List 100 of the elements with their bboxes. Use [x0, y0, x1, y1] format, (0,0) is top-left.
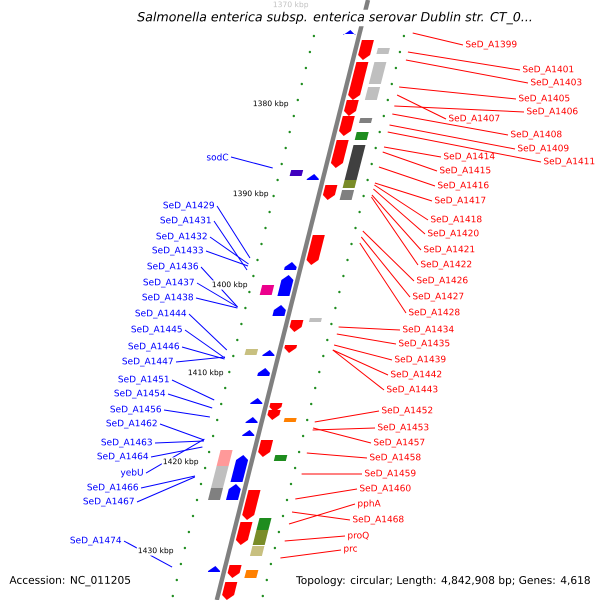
- gene-label: SeD_A1432: [156, 232, 207, 242]
- leader-line: [362, 230, 414, 282]
- gene-label: SeD_A1468: [353, 516, 404, 524]
- accession-text: Accession: NC_011205: [10, 576, 130, 586]
- gene-label: SeD_A1417: [435, 196, 486, 206]
- gene-label: SeD_A1445: [131, 326, 182, 334]
- gene-label: SeD_A1462: [106, 420, 157, 428]
- gene-label: SeD_A1446: [128, 342, 180, 352]
- leader-line: [394, 106, 524, 112]
- gene-label: SeD_A1428: [409, 308, 460, 318]
- gene-label: SeD_A1466: [87, 484, 138, 492]
- gene-label: SeD_A1408: [511, 130, 562, 140]
- leader-line: [196, 282, 238, 308]
- leader-line: [284, 536, 346, 542]
- leader-line: [172, 380, 215, 400]
- leader-line: [210, 236, 249, 264]
- gene-label: SeD_A1411: [544, 158, 594, 166]
- gene-label: SeD_A1438: [142, 294, 193, 302]
- gene-label: SeD_A1409: [518, 144, 568, 154]
- gene-label: SeD_A1407: [449, 114, 500, 124]
- leader-line: [160, 424, 205, 440]
- leader-line: [230, 156, 274, 168]
- leader-line: [387, 132, 542, 162]
- gene-label: SeD_A1456: [110, 406, 162, 414]
- gene-label: SeD_A1403: [531, 78, 582, 88]
- gene-label: SeD_A1451: [118, 376, 169, 384]
- leader-line: [176, 356, 226, 362]
- leader-line: [338, 326, 400, 330]
- gene-label: SeD_A1429: [163, 202, 214, 210]
- gene-label: SeD_A1452: [382, 406, 432, 416]
- leader-line: [396, 94, 446, 120]
- gene-label: SeD_A1444: [135, 310, 186, 318]
- genome-summary-text: Topology: circular; Length: 4,842,908 bp; Genes: 4,618: [296, 576, 590, 586]
- leader-line: [360, 236, 410, 298]
- gene-label: proQ: [348, 532, 369, 540]
- gene-label: SeD_A1460: [360, 484, 411, 494]
- leader-line: [292, 512, 350, 520]
- leader-line: [154, 440, 204, 444]
- gene-label: SeD_A1416: [438, 182, 489, 190]
- leader-line: [314, 410, 380, 422]
- gene-label: pphA: [358, 500, 381, 508]
- leader-line: [306, 452, 368, 458]
- leader-line: [294, 488, 358, 500]
- gene-label: SeD_A1433: [152, 246, 203, 256]
- gene-label: SeD_A1459: [365, 470, 416, 478]
- gene-label: SeD_A1458: [370, 454, 421, 462]
- leader-line: [216, 206, 250, 258]
- leader-line: [182, 346, 225, 360]
- gene-label: SeD_A1453: [378, 424, 428, 432]
- leader-line: [288, 504, 356, 524]
- leader-line: [398, 86, 516, 100]
- leader-line: [374, 182, 432, 202]
- gene-label: SeD_A1399: [466, 40, 516, 50]
- leader-line: [196, 298, 238, 308]
- gene-label: SeD_A1464: [97, 452, 148, 462]
- leader-line: [214, 220, 248, 270]
- gene-label: SeD_A1421: [424, 246, 474, 254]
- leader-line: [392, 114, 508, 136]
- leader-line: [384, 146, 442, 158]
- gene-label: SeD_A1457: [374, 438, 424, 448]
- leader-line: [370, 196, 418, 266]
- leader-line: [150, 446, 203, 458]
- gene-label: SeD_A1406: [527, 108, 578, 116]
- leader-line: [168, 394, 213, 408]
- leader-line: [184, 330, 226, 358]
- leader-line: [164, 410, 210, 418]
- leader-line: [405, 60, 528, 84]
- gene-label: SeD_A1414: [444, 152, 495, 162]
- leader-line: [359, 242, 406, 314]
- leader-line: [389, 124, 516, 150]
- leader-line: [334, 344, 392, 360]
- gene-label: SeD_A1426: [417, 276, 468, 286]
- leader-line: [372, 188, 426, 234]
- leader-line: [136, 476, 196, 502]
- leader-line: [206, 250, 248, 266]
- gene-label: SeD_A1467: [83, 498, 134, 506]
- gene-label: SeD_A1435: [399, 340, 450, 348]
- gene-label: SeD_A1463: [101, 438, 152, 448]
- gene-label: SeD_A1474: [70, 536, 122, 546]
- gene-label: SeD_A1427: [413, 292, 464, 302]
- leader-line: [407, 52, 520, 70]
- leader-line: [374, 184, 428, 220]
- gene-label: SeD_A1454: [114, 390, 166, 398]
- gene-label: yebU: [120, 468, 143, 478]
- gene-label: sodC: [206, 154, 228, 160]
- leader-line: [312, 428, 372, 444]
- leader-line: [412, 32, 464, 46]
- title: Salmonella enterica subsp. enterica serovar Dublin str. CT_0...: [135, 10, 535, 26]
- gene-label: SeD_A1415: [440, 166, 490, 176]
- leader-line: [332, 350, 384, 390]
- gene-label: SeD_A1422: [421, 260, 472, 270]
- gene-label: SeD_A1437: [143, 278, 194, 288]
- gene-label: SeD_A1420: [428, 230, 479, 238]
- leader-line: [280, 550, 342, 558]
- gene-label: SeD_A1418: [431, 216, 482, 224]
- leader-line: [312, 428, 376, 430]
- gene-label: SeD_A1447: [122, 358, 173, 366]
- gene-label: prc: [344, 546, 358, 554]
- gene-label: SeD_A1439: [395, 356, 446, 364]
- gene-label: SeD_A1405: [519, 94, 570, 104]
